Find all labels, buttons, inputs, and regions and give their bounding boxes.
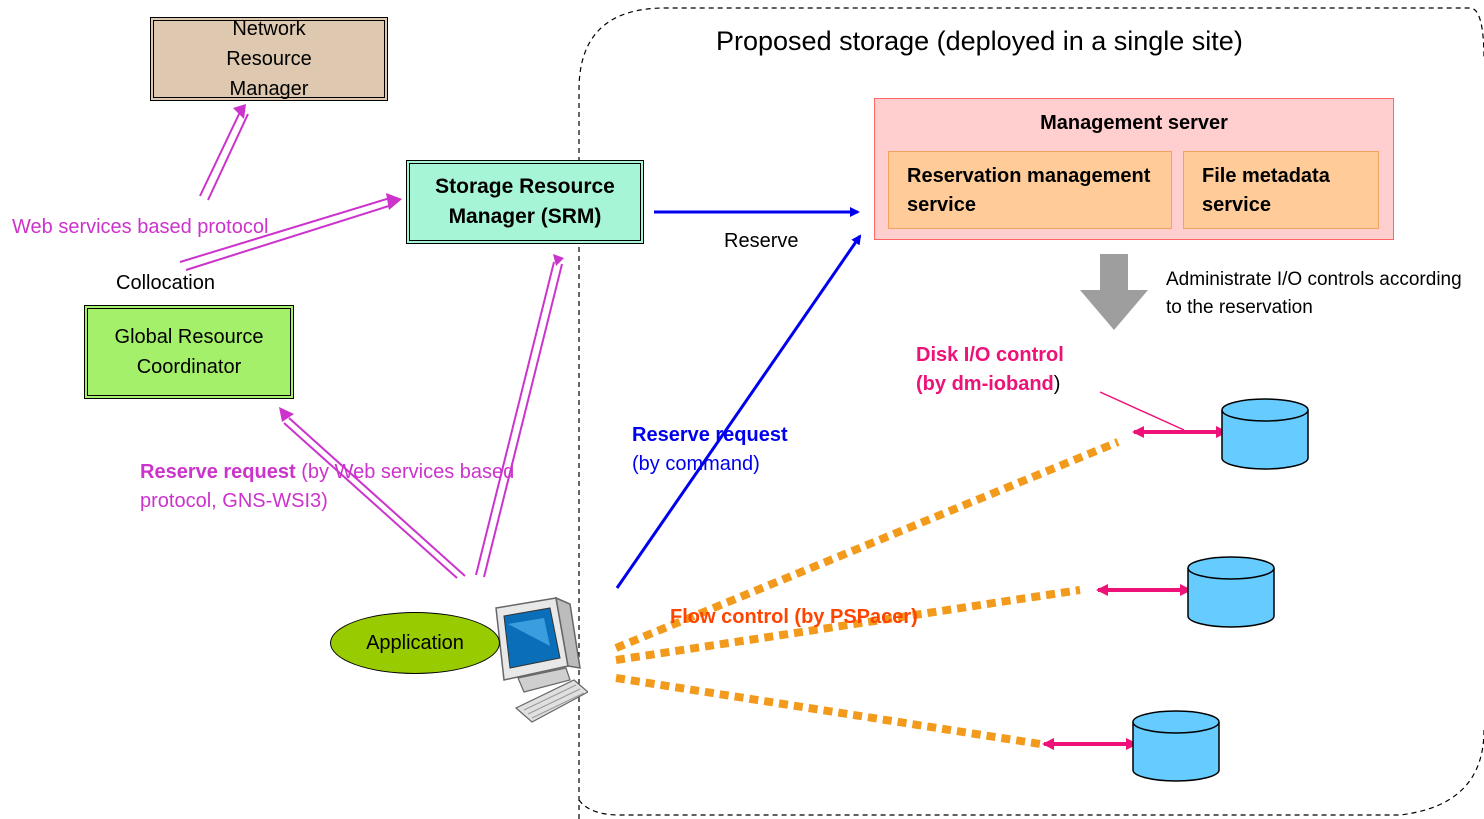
disk-io-line2: (by dm-ioband) bbox=[916, 373, 1061, 395]
reserve-request-left-bold: Reserve request bbox=[140, 461, 296, 483]
reserve-request-left: Reserve request (by Web services based p… bbox=[140, 458, 560, 516]
disk-io-arrows bbox=[1042, 426, 1228, 750]
disk-io-callout bbox=[1099, 391, 1185, 431]
disk-io-line1: Disk I/O control bbox=[916, 344, 1064, 366]
computer-icon bbox=[495, 596, 588, 723]
reservation-management-service: Reservation management service bbox=[888, 151, 1172, 229]
network-resource-manager-label: Network Resource Manager bbox=[226, 18, 312, 100]
reserve-request-mid-bold: Reserve request bbox=[632, 424, 788, 446]
administrate-arrow bbox=[1080, 254, 1148, 330]
application-label: Application bbox=[366, 631, 464, 654]
collocation-label: Collocation bbox=[116, 272, 215, 294]
reserve-request-arrow bbox=[615, 234, 862, 589]
application-ellipse: Application bbox=[330, 612, 500, 674]
web-protocol-arrows bbox=[179, 104, 564, 579]
reserve-label: Reserve bbox=[724, 230, 799, 252]
disk-icon bbox=[1187, 556, 1275, 628]
disk-cylinders bbox=[1132, 398, 1309, 782]
storage-resource-manager-label: Storage Resource Manager (SRM) bbox=[435, 175, 615, 228]
flow-lines bbox=[614, 438, 1120, 748]
reserve-request-left-rest: (by Web services based protocol, GNS-WSI… bbox=[140, 461, 515, 512]
file-metadata-service: File metadata service bbox=[1183, 151, 1379, 229]
management-server-title: Management server bbox=[1040, 112, 1228, 134]
region-title: Proposed storage (deployed in a single s… bbox=[716, 26, 1243, 56]
disk-icon bbox=[1132, 710, 1220, 782]
reserve-request-mid-rest: (by command) bbox=[632, 453, 760, 475]
proposed-storage-boundary bbox=[578, 7, 1484, 819]
disk-icon bbox=[1221, 398, 1309, 470]
flow-control-label: Flow control (by PSPacer) bbox=[670, 606, 918, 628]
global-resource-coordinator-box: Global Resource Coordinator bbox=[84, 305, 294, 399]
disk-io-control-label: Disk I/O control (by dm-ioband) bbox=[916, 341, 1064, 399]
global-resource-coordinator-label: Global Resource Coordinator bbox=[114, 326, 264, 378]
management-server-box: Management server Reservation management… bbox=[874, 98, 1394, 240]
administrate-label: Administrate I/O controls according to t… bbox=[1166, 269, 1462, 318]
storage-resource-manager-box: Storage Resource Manager (SRM) bbox=[406, 160, 644, 244]
reserve-request-mid: Reserve request (by command) bbox=[632, 421, 788, 479]
network-resource-manager-box: Network Resource Manager bbox=[150, 17, 388, 101]
web-protocol-label: Web services based protocol bbox=[12, 216, 269, 238]
